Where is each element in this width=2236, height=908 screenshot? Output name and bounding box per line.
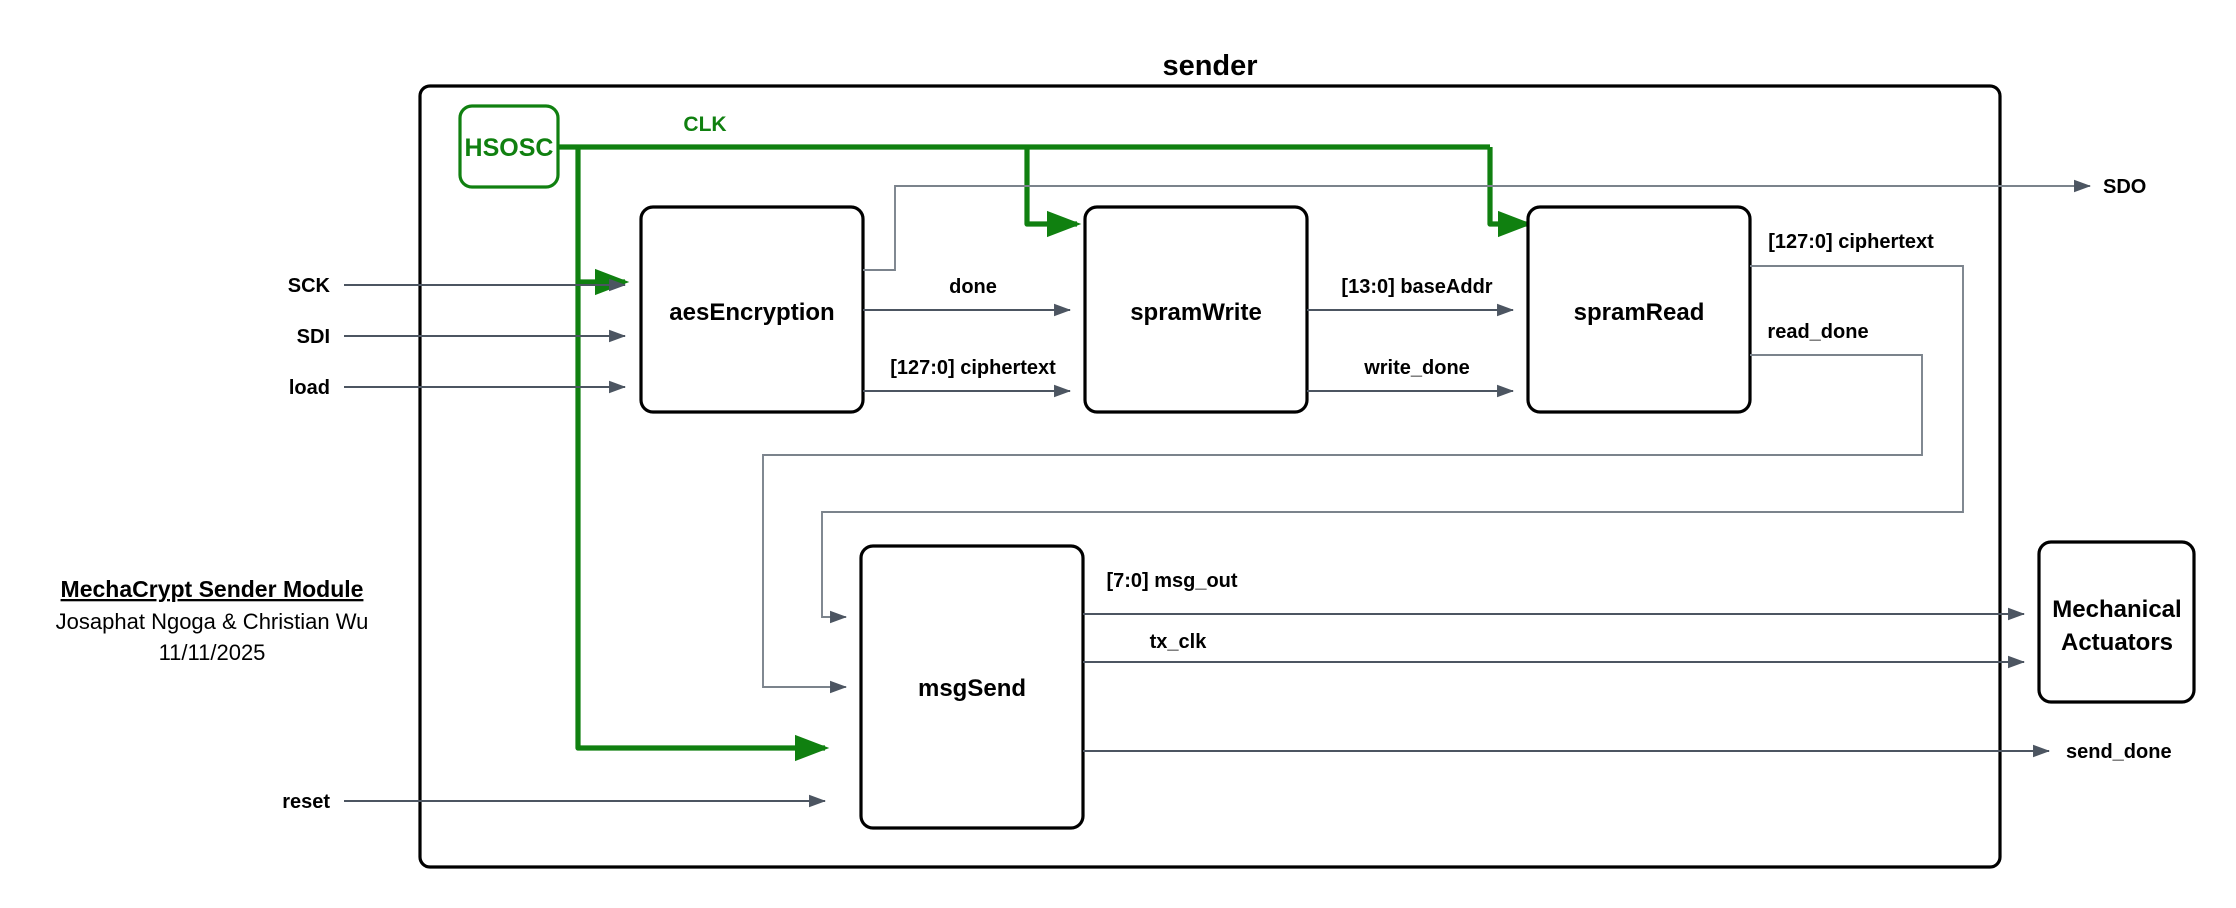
signal-label-ciphertext-read: [127:0] ciphertext <box>1768 231 1934 253</box>
block-label-spram-write: spramWrite <box>1130 299 1262 326</box>
block-label-aes-encryption: aesEncryption <box>669 299 834 326</box>
signal-label-msg-out: [7:0] msg_out <box>1106 570 1237 592</box>
signal-label-done: done <box>949 276 997 298</box>
legend-date: 11/11/2025 <box>159 640 266 665</box>
signal-label-ciphertext-aes: [127:0] ciphertext <box>890 357 1056 379</box>
hsosc-label: HSOSC <box>465 134 554 162</box>
legend-heading: MechaCrypt Sender Module <box>61 576 364 602</box>
block-mechanical-actuators[interactable] <box>2037 540 2196 704</box>
block-label-actuators-line2: Actuators <box>2061 629 2173 656</box>
clk-to-spramread-wire <box>1487 147 1533 238</box>
output-label-sdo: SDO <box>2103 176 2146 198</box>
clk-to-msgsend-wire <box>575 282 830 762</box>
signal-label-write-done: write_done <box>1363 357 1470 379</box>
signal-wire-read-done <box>762 354 1923 694</box>
clk-net-label: CLK <box>683 113 726 136</box>
input-label-sdi: SDI <box>297 326 330 348</box>
block-label-actuators-line1: Mechanical <box>2052 596 2181 623</box>
output-label-send-done: send_done <box>2066 741 2172 763</box>
legend-authors: Josaphat Ngoga & Christian Wu <box>56 609 369 634</box>
block-label-msg-send: msgSend <box>918 675 1026 702</box>
input-label-load: load <box>289 377 330 399</box>
page-title: sender <box>1162 50 1257 82</box>
input-label-reset: reset <box>282 791 330 813</box>
clk-to-spramwrite-wire <box>1024 147 1082 238</box>
block-msg-send[interactable] <box>859 544 1085 830</box>
signal-label-baseaddr: [13:0] baseAddr <box>1341 276 1492 298</box>
signal-label-read-done: read_done <box>1767 321 1868 343</box>
signal-wire-ciphertext-read <box>821 265 1964 624</box>
block-label-spram-read: spramRead <box>1574 299 1705 326</box>
block-spram-read[interactable] <box>1526 205 1752 414</box>
sender-boundary-box <box>418 84 2002 869</box>
input-label-sck: SCK <box>288 275 331 297</box>
clk-to-aes-wire <box>575 147 630 296</box>
signal-label-tx-clk: tx_clk <box>1150 631 1208 653</box>
sdo-wire <box>863 179 2092 271</box>
